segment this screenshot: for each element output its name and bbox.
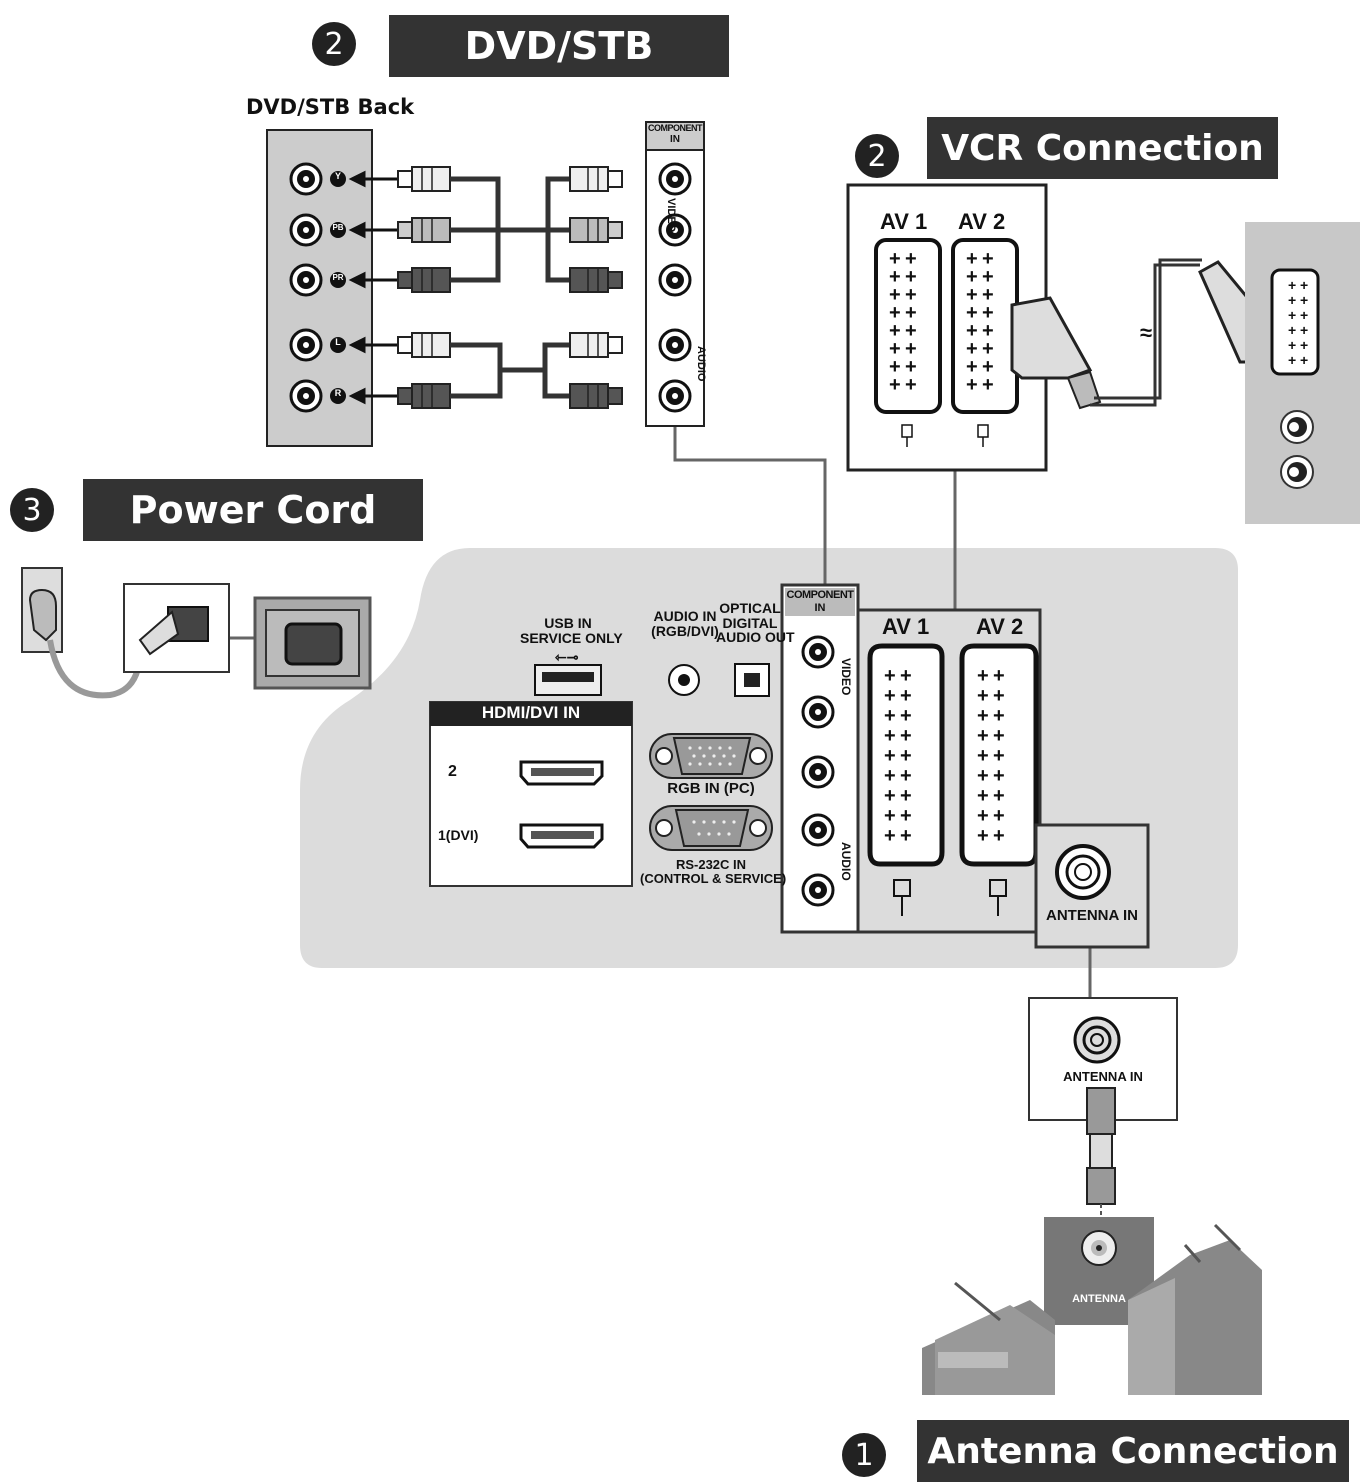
optical-label: OPTICAL DIGITAL AUDIO OUT	[716, 600, 795, 646]
audio-in-label: AUDIO IN (RGB/DVI)	[650, 609, 720, 638]
tv-component-video-label: VIDEO	[839, 658, 853, 696]
component-video-label: VIDEO	[665, 198, 677, 233]
tv-av1-label: AV 1	[882, 614, 930, 639]
component-audio-label: AUDIO	[695, 346, 707, 382]
dvd-jack-l-label: L	[335, 337, 341, 347]
antenna-box-label: ANTENNA IN	[1063, 1069, 1143, 1084]
vcr-av1-label: AV 1	[880, 209, 928, 234]
rs232-line2: (CONTROL & SERVICE)	[640, 870, 787, 886]
svg-text:+: +	[1288, 307, 1296, 323]
svg-text:+: +	[1288, 322, 1296, 338]
hdmi-port-1-label: 1(DVI)	[438, 827, 479, 843]
svg-text:+: +	[1288, 337, 1296, 353]
hdmi-port-2-label: 2	[448, 763, 457, 780]
step-number-power: 3	[10, 488, 54, 532]
step-number-vcr: 2	[855, 134, 899, 178]
step-number-antenna: 1	[842, 1433, 886, 1477]
rgb-in-label: RGB IN (PC)	[667, 780, 755, 797]
optical-line1: OPTICAL	[719, 600, 781, 616]
vcr-av2-label: AV 2	[958, 209, 1006, 234]
hdmi-dvi-in-title: HDMI/DVI IN	[481, 703, 581, 722]
svg-text:+: +	[1300, 277, 1308, 293]
svg-text:+: +	[1288, 352, 1296, 368]
audio-in-line1: AUDIO IN	[653, 608, 717, 624]
tv-component-title-bottom: IN	[814, 602, 826, 614]
dvd-stb-heading: DVD/STB	[389, 15, 729, 77]
svg-text:+: +	[1288, 277, 1296, 293]
step-number-dvd: 2	[312, 22, 356, 66]
svg-text:+: +	[1300, 307, 1308, 323]
rs232-line1: RS-232C IN	[675, 857, 747, 872]
tv-antenna-in-label: ANTENNA IN	[1046, 907, 1138, 924]
dvd-jack-y-label: Y	[334, 171, 341, 181]
dvd-jack-pr-label: PR	[332, 273, 344, 282]
svg-text:+: +	[1288, 292, 1296, 308]
svg-text:+: +	[1300, 337, 1308, 353]
usb-in-label: USB IN SERVICE ONLY	[520, 615, 623, 646]
antenna-connection-heading: Antenna Connection	[917, 1420, 1349, 1482]
rs232-label: RS-232C IN (CONTROL & SERVICE)	[640, 857, 787, 886]
tv-av2-label: AV 2	[976, 614, 1024, 639]
usb-in-line2: SERVICE ONLY	[520, 629, 623, 646]
svg-text:≈: ≈	[1140, 320, 1152, 345]
component-in-title-top: COMPONENT	[648, 123, 703, 133]
component-in-title-bottom: IN	[670, 134, 680, 145]
usb-icon: ⇽⊸	[555, 649, 579, 665]
tv-component-title-top: COMPONENT	[786, 589, 855, 601]
usb-in-line1: USB IN	[544, 615, 592, 631]
svg-text:+: +	[1300, 322, 1308, 338]
svg-text:+: +	[1300, 292, 1308, 308]
wall-plate-label: ANTENNA	[1072, 1293, 1126, 1305]
audio-in-line2: (RGB/DVI)	[651, 622, 719, 639]
optical-line3: AUDIO OUT	[716, 629, 795, 646]
power-cord-heading: Power Cord	[83, 479, 423, 541]
svg-text:+: +	[1300, 352, 1308, 368]
dvd-jack-r-label: R	[334, 388, 342, 398]
tv-component-audio-label: AUDIO	[839, 842, 853, 881]
vcr-connection-heading: VCR Connection	[927, 117, 1278, 179]
dvd-jack-pb-label: PB	[332, 223, 344, 232]
optical-line2: DIGITAL	[722, 614, 778, 631]
dvd-stb-back-label: DVD/STB Back	[246, 95, 415, 119]
